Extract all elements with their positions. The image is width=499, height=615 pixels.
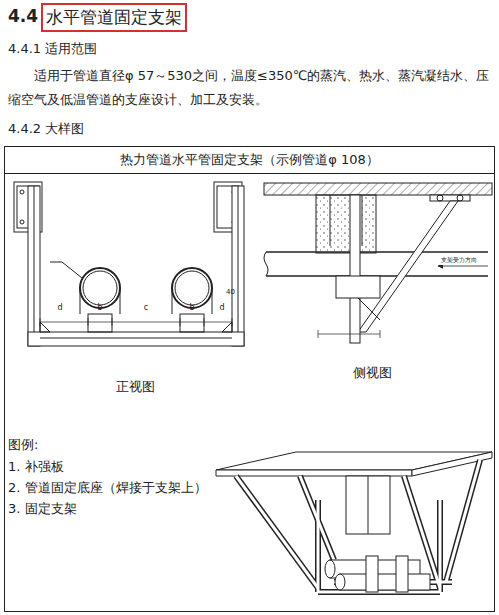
iso-view-stroke — [366, 556, 378, 592]
side-view-stroke — [350, 195, 360, 343]
front-view-stroke — [40, 322, 232, 323]
side-view-stroke — [358, 298, 380, 320]
iso-view-stroke — [318, 591, 440, 594]
side-view-stroke — [438, 266, 488, 267]
dimension-letter: d — [57, 303, 62, 312]
iso-view-stroke — [439, 500, 442, 592]
front-view-stroke — [50, 262, 82, 278]
iso-view-stroke — [446, 460, 480, 582]
front-view-stroke — [180, 314, 204, 332]
dimension-letter: c — [144, 303, 148, 312]
iso-view — [216, 452, 492, 592]
section-number: 4.4 — [8, 6, 38, 26]
front-view-stroke — [172, 288, 212, 314]
iso-view-stroke — [346, 476, 390, 534]
dimension-letter: b — [97, 303, 102, 312]
iso-view-stroke — [446, 460, 480, 582]
side-view-stroke — [358, 201, 458, 332]
front-view — [14, 182, 244, 346]
front-view-stroke — [28, 186, 40, 346]
legend-entry: 1. 补强板 — [8, 458, 64, 476]
front-view-stroke — [80, 288, 120, 314]
front-view-stroke — [40, 318, 232, 326]
subsection-heading: 4.4.1 适用范围 — [8, 40, 97, 58]
highlight-box: 水平管道固定支架 — [41, 3, 187, 32]
iso-view-stroke — [368, 476, 369, 534]
iso-view-stroke — [216, 470, 412, 476]
front-view-stroke — [80, 268, 120, 308]
section-title: 水平管道固定支架 — [46, 6, 182, 29]
iso-view-stroke — [236, 460, 480, 592]
iso-view-stroke — [335, 574, 345, 590]
front-view-stroke — [232, 186, 244, 346]
iso-view-stroke — [236, 460, 480, 592]
front-view-stroke — [88, 314, 112, 332]
side-view-stroke — [457, 195, 463, 201]
force-direction-note: 支架受力方向 — [440, 256, 478, 265]
side-view-stroke — [318, 334, 380, 335]
front-view-stroke — [40, 338, 232, 339]
front-view-stroke — [222, 322, 232, 332]
legend-text: 3. 固定支架 — [8, 501, 77, 516]
view-caption: 侧视图 — [353, 364, 392, 382]
side-view-stroke — [437, 195, 443, 201]
side-view-stroke — [330, 195, 331, 246]
iso-view-stroke — [340, 574, 430, 590]
side-view — [264, 183, 492, 343]
side-view-stroke — [430, 195, 470, 201]
front-view-stroke — [238, 186, 239, 332]
figure-title: 热力管道水平管固定支架（示例管道φ 108） — [5, 147, 494, 174]
iso-view-stroke — [325, 560, 335, 578]
side-view-stroke — [336, 276, 380, 298]
side-view-stroke — [316, 195, 376, 253]
front-view-stroke — [40, 322, 50, 332]
iso-view-stroke — [317, 500, 320, 592]
dimension-letter: b — [189, 303, 194, 312]
legend-entry: 2. 管道固定底座（焊接于支架上） — [8, 479, 207, 497]
dimension-value: 40 — [226, 288, 235, 296]
front-view-stroke — [172, 268, 212, 308]
iso-view-stroke — [396, 556, 408, 592]
legend-heading: 图例: — [8, 436, 38, 454]
side-view-stroke — [266, 251, 488, 253]
legend-entry: 3. 固定支架 — [8, 500, 77, 518]
legend-text: 2. 管道固定底座（焊接于支架上） — [8, 480, 207, 495]
figure-frame: 热力管道水平管固定支架（示例管道φ 108） — [4, 146, 495, 612]
body-paragraph: 适用于管道直径φ 57～530之间，温度≤350℃的蒸汽、热水、蒸汽凝结水、压缩… — [8, 64, 491, 112]
front-view-stroke — [34, 186, 35, 332]
side-view-stroke — [318, 330, 380, 338]
side-view-stroke — [264, 183, 492, 195]
front-view-stroke — [83, 271, 117, 305]
front-view-stroke — [20, 190, 24, 194]
subsection-heading: 4.4.2 大样图 — [8, 120, 84, 138]
view-caption: 正视图 — [116, 378, 155, 396]
front-view-stroke — [175, 271, 209, 305]
side-view-stroke — [264, 252, 268, 276]
side-view-stroke — [362, 195, 363, 246]
legend-text: 1. 补强板 — [8, 459, 64, 474]
front-view-stroke — [20, 220, 24, 224]
dimension-letter: d — [219, 303, 224, 312]
front-view-stroke — [28, 332, 244, 346]
